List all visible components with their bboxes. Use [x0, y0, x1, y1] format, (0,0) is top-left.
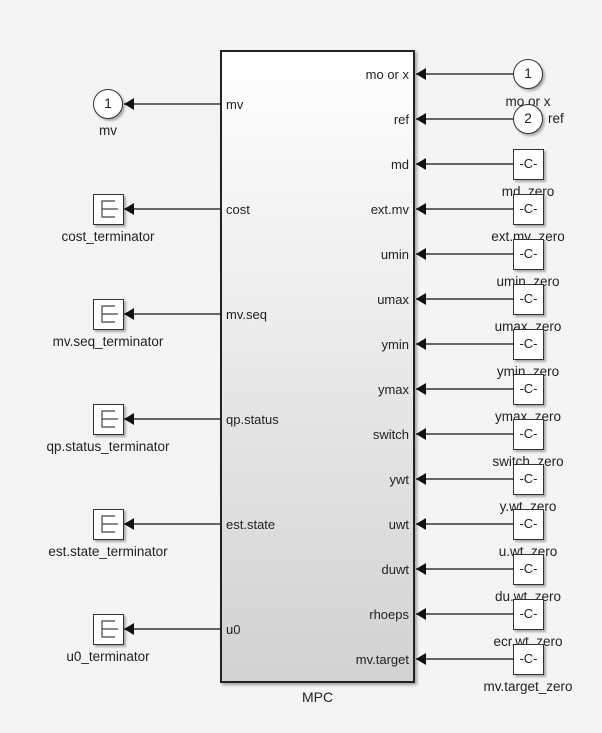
block-label: ecr.wt_zero: [493, 634, 563, 649]
constant-value: -C-: [519, 156, 538, 171]
terminator-block[interactable]: [93, 614, 124, 645]
inport-block[interactable]: 1: [513, 59, 543, 89]
output-port-label: qp.status: [226, 412, 279, 427]
constant-block[interactable]: -C-: [513, 239, 544, 270]
terminator-icon: [101, 305, 118, 323]
block-label: qp.status_terminator: [46, 439, 170, 454]
terminator-icon: [101, 200, 118, 218]
block-label: ref: [548, 111, 564, 126]
arrowhead-icon: [124, 203, 134, 215]
terminator-block[interactable]: [93, 299, 124, 330]
block-label: mv: [99, 123, 117, 138]
arrowhead-icon: [124, 413, 134, 425]
input-port-label: umax: [377, 292, 409, 307]
constant-block[interactable]: -C-: [513, 194, 544, 225]
output-port-label: est.state: [226, 517, 276, 532]
arrowhead-icon: [416, 158, 426, 170]
block-label: ymax_zero: [494, 409, 562, 424]
block-label: est.state_terminator: [48, 544, 168, 559]
block-label: cost_terminator: [61, 229, 155, 244]
arrowhead-icon: [124, 518, 134, 530]
block-label: umax_zero: [494, 319, 562, 334]
output-port-label: cost: [226, 202, 250, 217]
arrowhead-icon: [416, 113, 426, 125]
constant-value: -C-: [519, 471, 538, 486]
constant-value: -C-: [519, 606, 538, 621]
arrowhead-icon: [416, 68, 426, 80]
constant-block[interactable]: -C-: [513, 284, 544, 315]
port-number: 1: [524, 65, 532, 81]
constant-value: -C-: [519, 651, 538, 666]
arrowhead-icon: [124, 98, 134, 110]
arrowhead-icon: [416, 563, 426, 575]
arrowhead-icon: [416, 428, 426, 440]
constant-block[interactable]: -C-: [513, 419, 544, 450]
port-number: 1: [104, 95, 112, 111]
arrowhead-icon: [124, 308, 134, 320]
output-port-label: mv: [226, 97, 244, 112]
constant-value: -C-: [519, 561, 538, 576]
mpc-block[interactable]: mv cost mv.seq qp.status est.state u0 mo or x r…: [220, 50, 415, 683]
constant-value: -C-: [519, 426, 538, 441]
input-port-label: duwt: [381, 562, 409, 577]
terminator-block[interactable]: [93, 509, 124, 540]
constant-value: -C-: [519, 381, 538, 396]
constant-block[interactable]: -C-: [513, 464, 544, 495]
block-label: mv.target_zero: [483, 679, 573, 694]
input-port-label: uwt: [388, 517, 409, 532]
constant-block[interactable]: -C-: [513, 554, 544, 585]
input-port-label: md: [390, 157, 409, 172]
input-port-label: ext.mv: [370, 202, 409, 217]
terminator-icon: [101, 515, 118, 533]
constant-block[interactable]: -C-: [513, 374, 544, 405]
constant-block[interactable]: -C-: [513, 599, 544, 630]
mpc-block-name: MPC: [301, 689, 334, 705]
constant-value: -C-: [519, 201, 538, 216]
constant-block[interactable]: -C-: [513, 644, 544, 675]
input-port-label: umin: [380, 247, 409, 262]
inport-block[interactable]: 2: [513, 104, 543, 134]
arrowhead-icon: [416, 518, 426, 530]
block-label: du.wt_zero: [494, 589, 562, 604]
constant-block[interactable]: -C-: [513, 149, 544, 180]
input-port-label: ymin: [381, 337, 409, 352]
arrowhead-icon: [416, 608, 426, 620]
input-port-label: ymax: [377, 382, 409, 397]
port-number: 2: [524, 110, 532, 126]
arrowhead-icon: [416, 653, 426, 665]
arrowhead-icon: [416, 383, 426, 395]
arrowhead-icon: [416, 473, 426, 485]
block-label: u0_terminator: [66, 649, 150, 664]
input-port-label: ref: [393, 112, 409, 127]
constant-block[interactable]: -C-: [513, 329, 544, 360]
input-port-label: switch: [372, 427, 409, 442]
input-port-label: rhoeps: [369, 607, 409, 622]
constant-value: -C-: [519, 291, 538, 306]
block-label: mo or x: [505, 94, 551, 109]
block-label: ext.mv_zero: [491, 229, 565, 244]
outport-block[interactable]: 1: [93, 89, 123, 119]
block-label: mv.seq_terminator: [52, 334, 164, 349]
input-port-label: ywt: [389, 472, 410, 487]
output-port-label: mv.seq: [226, 307, 267, 322]
terminator-icon: [101, 620, 118, 638]
arrowhead-icon: [416, 338, 426, 350]
terminator-block[interactable]: [93, 194, 124, 225]
constant-value: -C-: [519, 516, 538, 531]
arrowhead-icon: [416, 203, 426, 215]
constant-value: -C-: [519, 336, 538, 351]
terminator-icon: [101, 410, 118, 428]
arrowhead-icon: [124, 623, 134, 635]
input-port-label: mv.target: [355, 652, 409, 667]
output-port-label: u0: [226, 622, 241, 637]
constant-value: -C-: [519, 246, 538, 261]
terminator-block[interactable]: [93, 404, 124, 435]
arrowhead-icon: [416, 248, 426, 260]
constant-block[interactable]: -C-: [513, 509, 544, 540]
arrowhead-icon: [416, 293, 426, 305]
block-label: switch_zero: [492, 454, 564, 469]
input-port-label: mo or x: [365, 67, 409, 82]
